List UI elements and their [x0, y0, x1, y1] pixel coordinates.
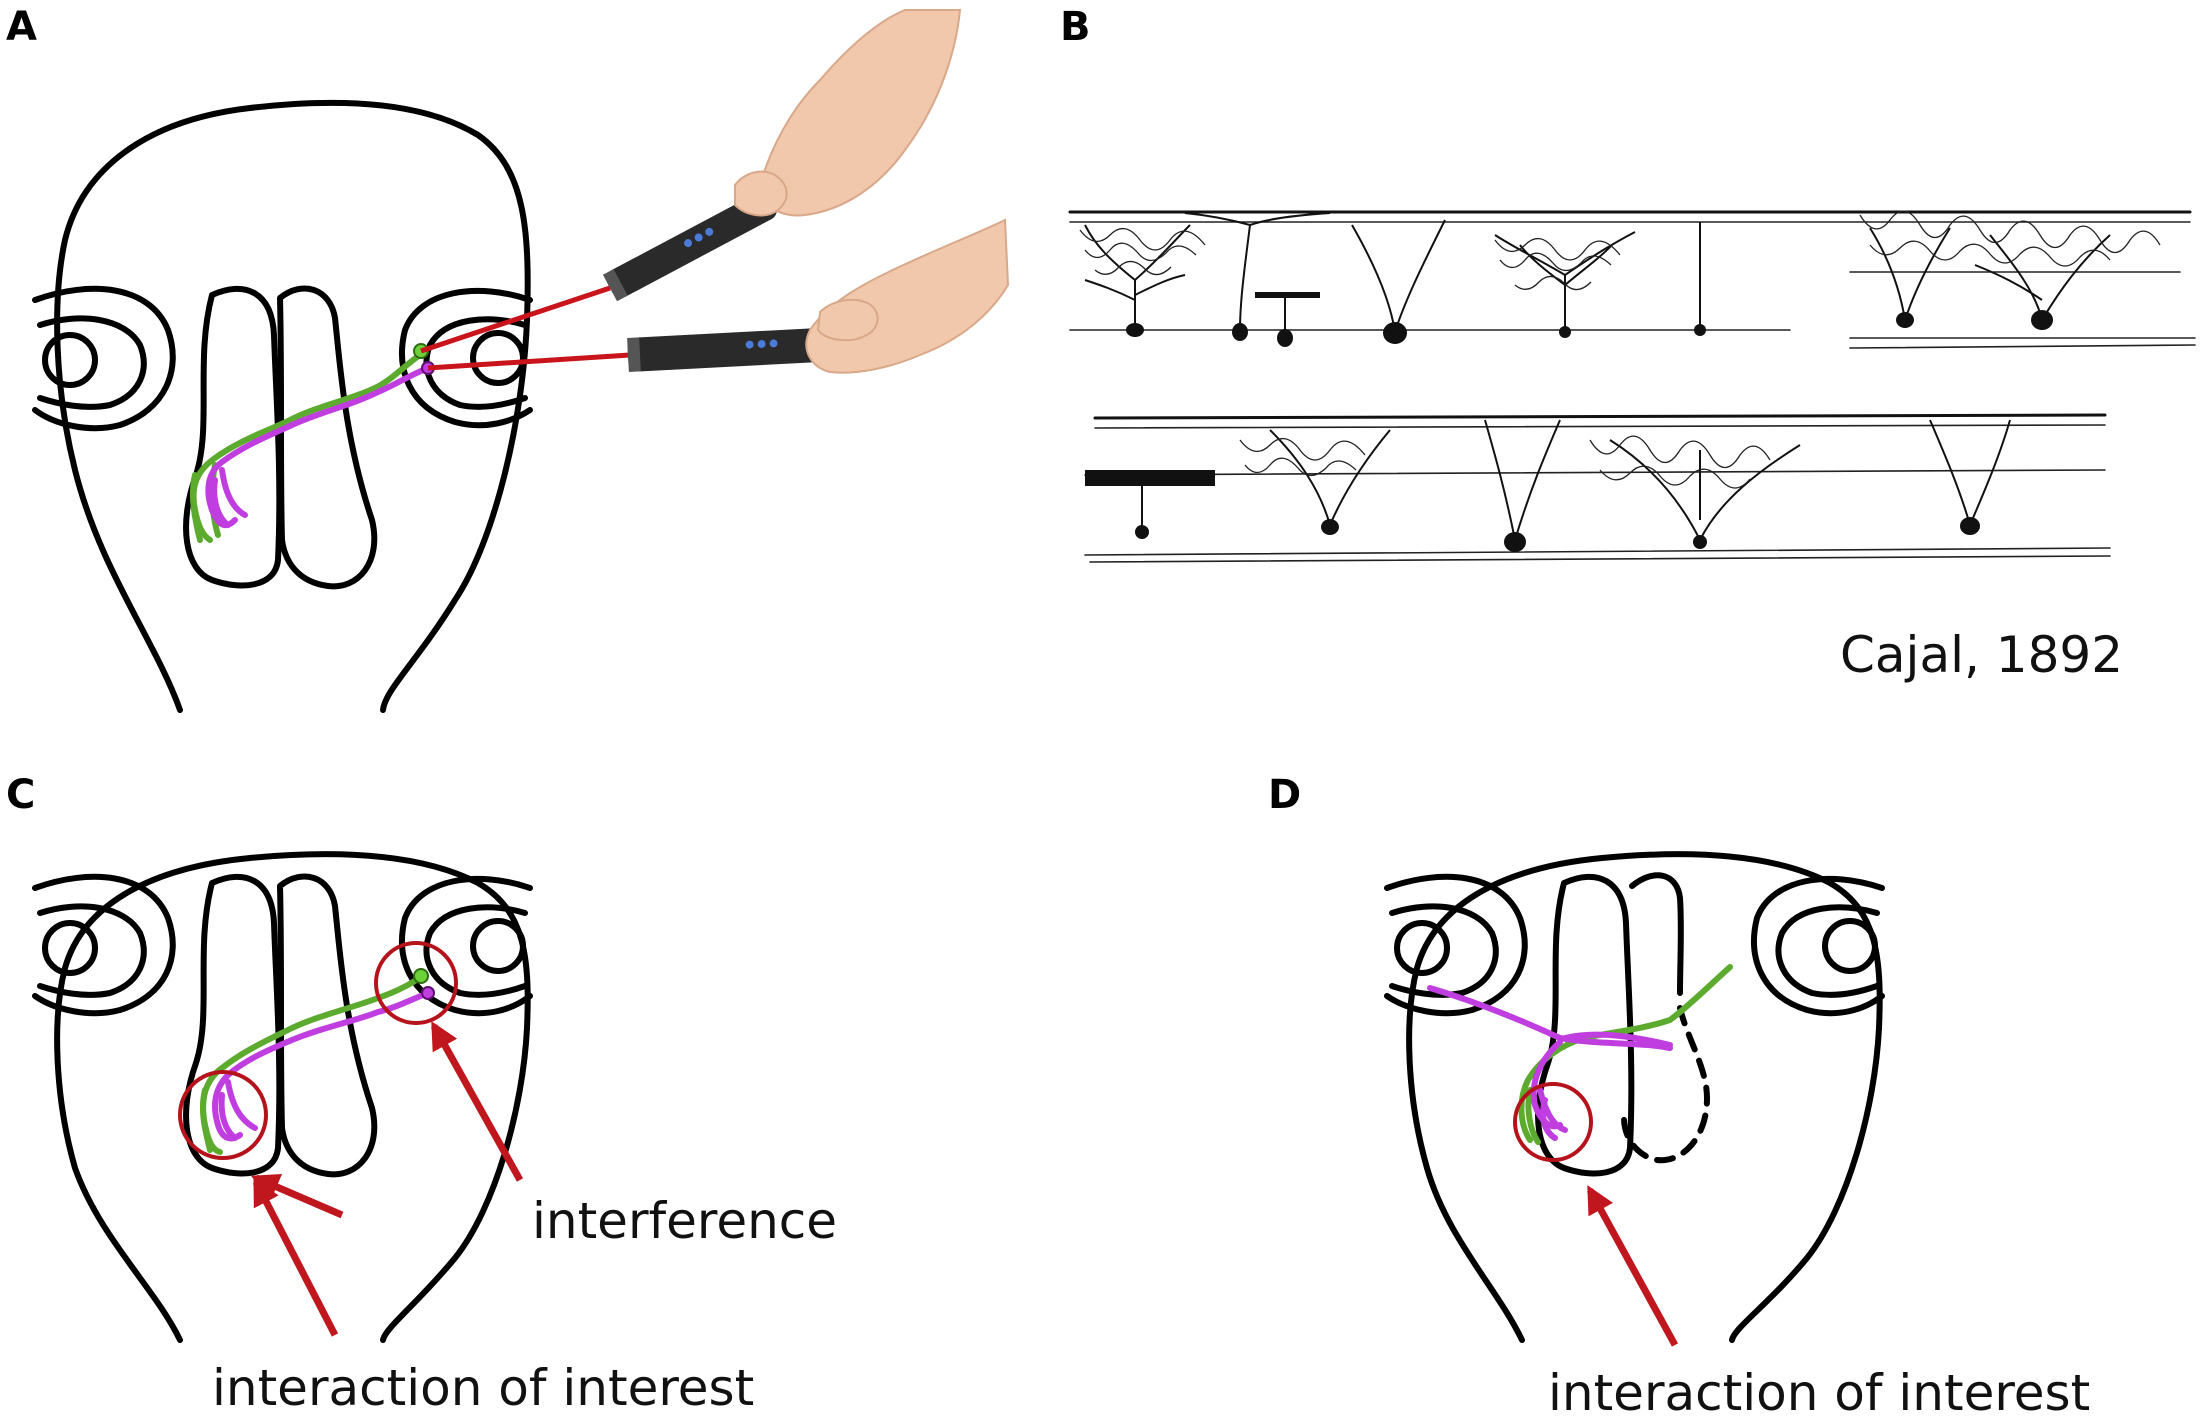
neuron-drawing [1068, 210, 2196, 563]
hand-icon [805, 218, 1010, 374]
axon-magenta-c [212, 986, 435, 1142]
arrow-to-eye [430, 1021, 524, 1182]
marker-ring-tectum-d [1513, 1082, 1593, 1162]
marker-ring-tectum [178, 1070, 268, 1160]
panel-letter-a: A [6, 4, 37, 50]
arrow-to-tectum-d [1586, 1185, 1679, 1347]
panel-c: C interference [6, 772, 837, 1417]
brain-outline-c [32, 851, 533, 1343]
panel-d: D interaction of interest [1268, 772, 2090, 1421]
panel-letter-c: C [6, 772, 35, 818]
axon-green-c [199, 968, 429, 1155]
panel-letter-d: D [1268, 772, 1301, 818]
interaction-label-c: interaction of interest [212, 1359, 754, 1417]
interference-label: interference [532, 1192, 837, 1250]
marker-ring-eye [374, 941, 458, 1025]
axon-magenta-d [1427, 985, 1673, 1141]
laser-pointer-icon [602, 191, 777, 302]
laser-pointer-icon [627, 326, 859, 372]
laser-beam-upper [420, 285, 611, 354]
hand-icon [734, 9, 962, 217]
attribution-label: Cajal, 1892 [1840, 626, 2123, 684]
brain-outline-d [1384, 851, 1885, 1343]
arrow-to-tectum [252, 1177, 339, 1337]
panel-letter-b: B [1060, 4, 1091, 50]
panel-a: A [6, 4, 1010, 713]
laser-beam-lower [427, 352, 631, 371]
brain-outline-a [32, 99, 533, 713]
axon-magenta-a [205, 361, 435, 529]
axon-green-a [189, 343, 429, 543]
interaction-label-d: interaction of interest [1548, 1364, 2090, 1421]
panel-b: B [1060, 4, 2196, 684]
